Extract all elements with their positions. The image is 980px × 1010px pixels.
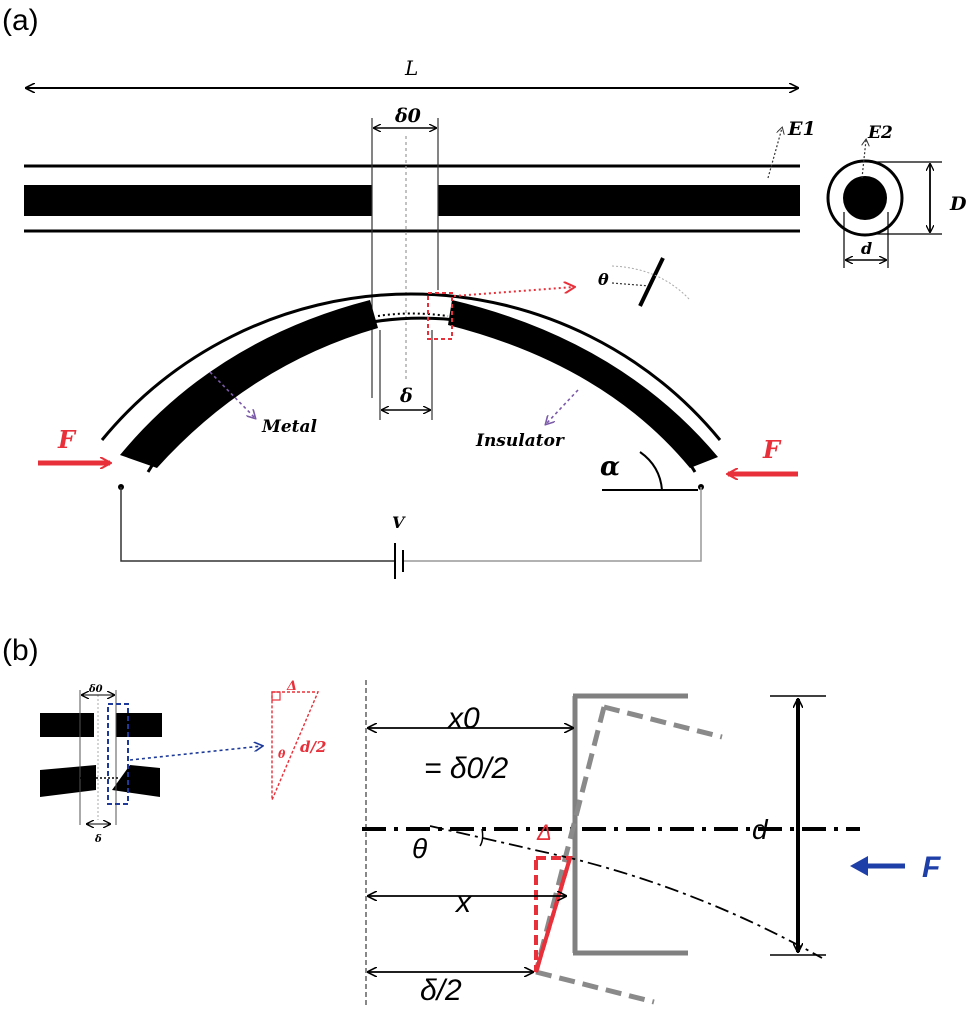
cross-section-metal: [843, 176, 887, 220]
metal-core-right: [438, 185, 800, 216]
zoom-pointer-a: [453, 287, 574, 297]
inset-metal-top-right: [116, 713, 162, 737]
alpha-arc: [639, 451, 663, 491]
theta-ref-line-a: [611, 282, 651, 287]
small-triangle-theta-label: θ: [278, 748, 286, 761]
inset-zoom-box: [107, 703, 129, 805]
insulator-label: Insulator: [475, 431, 565, 451]
length-label: L: [404, 56, 418, 80]
theta-label-a: θ: [598, 270, 609, 289]
bent-insulator-outer: [100, 292, 722, 441]
bent-gap-dotted-arc: [377, 312, 449, 317]
alpha-label: α: [600, 452, 620, 482]
circuit-wire-left: [120, 487, 395, 562]
metal-pointer: [209, 371, 255, 418]
force-arrowhead-b: [850, 856, 868, 876]
delta-mark-label: Δ: [536, 820, 552, 845]
circuit-wire-right: [403, 487, 702, 562]
voltage-label: V: [392, 513, 406, 532]
x0-label: x0: [446, 702, 480, 735]
small-triangle-delta-label: Δ: [286, 679, 297, 694]
inner-diameter-label: d: [861, 239, 872, 258]
inset-metal-bottom-right: [112, 765, 160, 797]
outer-diameter-label: D: [949, 193, 967, 215]
gap-initial-label: δ0: [394, 105, 421, 127]
small-triangle: [271, 691, 320, 801]
metal-label: Metal: [261, 417, 318, 437]
force-label-left: F: [57, 425, 77, 454]
inset-gap-label: δ: [94, 834, 102, 845]
small-triangle-half-d-label: d/2: [300, 738, 326, 756]
tilted-plate-top-flange: [603, 704, 723, 740]
force-label-right: F: [762, 435, 782, 464]
theta-arc-a: [611, 265, 691, 301]
diameter-label: d: [752, 814, 769, 845]
panel-a-label: (a): [2, 4, 39, 37]
e1-pointer: [767, 128, 782, 179]
x-label: x: [454, 886, 472, 919]
force-label-b: F: [922, 851, 941, 884]
x0-equation: = δ0/2: [424, 752, 509, 785]
insulator-pointer: [546, 389, 579, 424]
metal-core-left: [24, 185, 372, 216]
deflected-axis: [429, 825, 823, 959]
tilted-plate-bottom-flange: [535, 969, 655, 1005]
gap-label: δ: [399, 385, 413, 407]
small-triangle-right-angle: [271, 691, 281, 701]
triangle-hypotenuse: [534, 857, 572, 973]
half-delta-label: δ/2: [420, 974, 462, 1007]
bent-metal-right: [448, 300, 718, 468]
tilted-face-a: [638, 257, 665, 307]
theta-label: θ: [412, 833, 427, 864]
bent-metal-left: [120, 300, 378, 468]
panel-b-label: (b): [2, 634, 39, 667]
inset-gap-initial-label: δ0: [88, 684, 103, 695]
insulator-gap-region: [372, 172, 438, 225]
inset-zoom-pointer: [129, 746, 262, 761]
inset-metal-top-left: [40, 713, 94, 737]
e2-label: E2: [867, 123, 893, 143]
theta-arc: [479, 828, 484, 847]
e1-label: E1: [787, 118, 816, 140]
inset-metal-bottom-left: [40, 765, 96, 797]
